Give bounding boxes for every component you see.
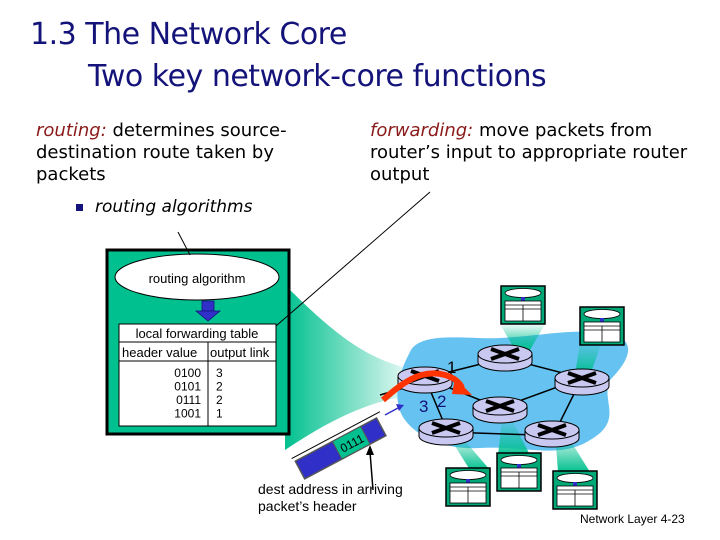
router-icon [476, 343, 534, 373]
table-row-output-link: 1 [216, 407, 223, 421]
link-label-2: 2 [437, 392, 446, 411]
forwarding-keyword: forwarding: [370, 120, 474, 141]
dest-address-annotation: dest address in arriving packet’s header [258, 481, 403, 514]
routing-algorithm-ellipse [114, 253, 280, 301]
routing-description: determines source-destination route take… [36, 120, 287, 185]
slide-subtitle: Two key network-core functions [88, 59, 547, 94]
forwarding-description: move packets from router’s input to appr… [370, 120, 688, 185]
forwarding-callout-line [275, 191, 431, 327]
table-row-header-value: 0111 [176, 393, 201, 407]
zoom-beam [285, 285, 415, 450]
forwarding-definition: forwarding: move packets from router’s i… [370, 120, 690, 186]
table-row-output-link: 3 [216, 366, 223, 380]
table-row-header-value: 0100 [174, 366, 201, 380]
slide-footer: Network Layer 4-23 [580, 512, 685, 526]
forwarding-table-mini-icon [496, 452, 542, 492]
link-label-1: 1 [447, 358, 456, 377]
table-row-header-value: 1001 [174, 407, 201, 421]
router-icon [417, 417, 475, 447]
table-row-header-value: 0101 [174, 380, 201, 394]
routing-callout-line [177, 231, 191, 256]
col-output-link: output link [210, 345, 270, 360]
table-row-output-link: 2 [216, 380, 223, 394]
forwarding-table-mini-icon [445, 467, 491, 507]
router-icon [553, 367, 611, 397]
table-row-output-link: 2 [216, 393, 223, 407]
forwarding-table-mini-icon [552, 470, 598, 510]
routing-keyword: routing: [36, 120, 107, 141]
router-icon [523, 419, 581, 449]
router-icon [471, 395, 529, 425]
routing-bullet: routing algorithms [76, 197, 252, 217]
forwarding-arrowhead-icon [452, 378, 472, 395]
forwarding-table-mini-icon [579, 306, 625, 346]
slide-title: 1.3 The Network Core [30, 17, 347, 52]
dest-address-pointer [369, 451, 374, 491]
routing-bullet-text: routing algorithms [95, 197, 253, 217]
routing-algorithm-label: routing algorithm [149, 271, 246, 286]
forwarding-table [118, 323, 277, 427]
bullet-square-icon [76, 203, 83, 211]
link-label-3: 3 [419, 397, 428, 416]
col-header-value: header value [122, 345, 197, 360]
down-arrow-icon [194, 310, 222, 322]
forwarding-table-mini-icon [500, 285, 546, 325]
table-title: local forwarding table [136, 326, 259, 341]
routing-definition: routing: determines source-destination r… [36, 120, 326, 186]
